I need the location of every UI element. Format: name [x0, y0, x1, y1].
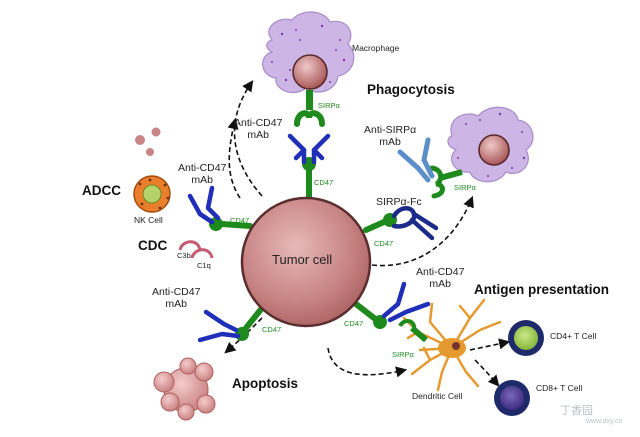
- complement: [178, 240, 214, 259]
- antibodies: [187, 133, 431, 343]
- nk-cell-label: NK Cell: [134, 215, 163, 225]
- dendritic-cell: [398, 298, 502, 392]
- watermark: 丁香园: [560, 405, 593, 417]
- arrow-to-macrophage-right: [371, 195, 474, 267]
- sirpa-fc: [391, 206, 439, 241]
- watermark-url: www.dxy.cn: [586, 418, 623, 425]
- dendritic-cell-label: Dendritic Cell: [412, 391, 463, 401]
- nk-cell: [133, 175, 171, 213]
- adcc-label: ADCC: [82, 183, 121, 198]
- cd47-label-right: CD47: [374, 239, 394, 248]
- cd47-label-lower-right: CD47: [344, 319, 364, 328]
- arrow-to-cd8: [474, 359, 500, 387]
- arrow-to-cd4: [469, 338, 511, 351]
- cd8-t-cell: [494, 380, 530, 416]
- cd47-label-top: CD47: [314, 178, 334, 187]
- anti-sirpa-antibody: [397, 137, 435, 183]
- granules: [135, 127, 161, 156]
- cd47-receptors: [209, 157, 397, 341]
- cd47-label-lower-left: CD47: [262, 325, 282, 334]
- antigen-presentation-label: Antigen presentation: [474, 282, 610, 297]
- anti-cd47-left-label: Anti-CD47 mAb: [178, 162, 227, 187]
- cd47-label-left: CD47: [230, 216, 250, 225]
- anti-sirpa-label: Anti-SIRPα mAb: [364, 124, 417, 149]
- cd4-t-cell-label: CD4+ T Cell: [550, 331, 597, 341]
- macrophage-label: Macrophage: [352, 43, 400, 53]
- apoptotic-cell: [153, 357, 216, 421]
- phagocytosis-label: Phagocytosis: [367, 82, 455, 97]
- cd4-t-cell: [508, 320, 544, 356]
- anti-cd47-top-label: Anti-CD47 mAb: [234, 117, 283, 142]
- c3b-label: C3b: [177, 251, 191, 260]
- sirpa-label-dendritic: SIRPα: [392, 350, 414, 359]
- tumor-cell: [240, 196, 372, 328]
- tumor-cell-label: Tumor cell: [272, 252, 333, 267]
- c1q-label: C1q: [197, 261, 211, 270]
- arrow-to-dendritic: [327, 347, 408, 378]
- sirpa-fc-label: SIRPα-Fc: [376, 196, 422, 208]
- cdc-label: CDC: [138, 238, 168, 253]
- anti-cd47-lower-left-label: Anti-CD47 mAb: [152, 286, 201, 311]
- anti-cd47-right-label: Anti-CD47 mAb: [416, 266, 465, 291]
- macrophage-right: [429, 106, 534, 199]
- cd8-t-cell-label: CD8+ T Cell: [536, 383, 583, 393]
- sirpa-label-top: SIRPα: [318, 101, 340, 110]
- apoptosis-label: Apoptosis: [232, 376, 298, 391]
- macrophage-top: [262, 11, 355, 127]
- sirpa-label-right: SIRPα: [454, 183, 476, 192]
